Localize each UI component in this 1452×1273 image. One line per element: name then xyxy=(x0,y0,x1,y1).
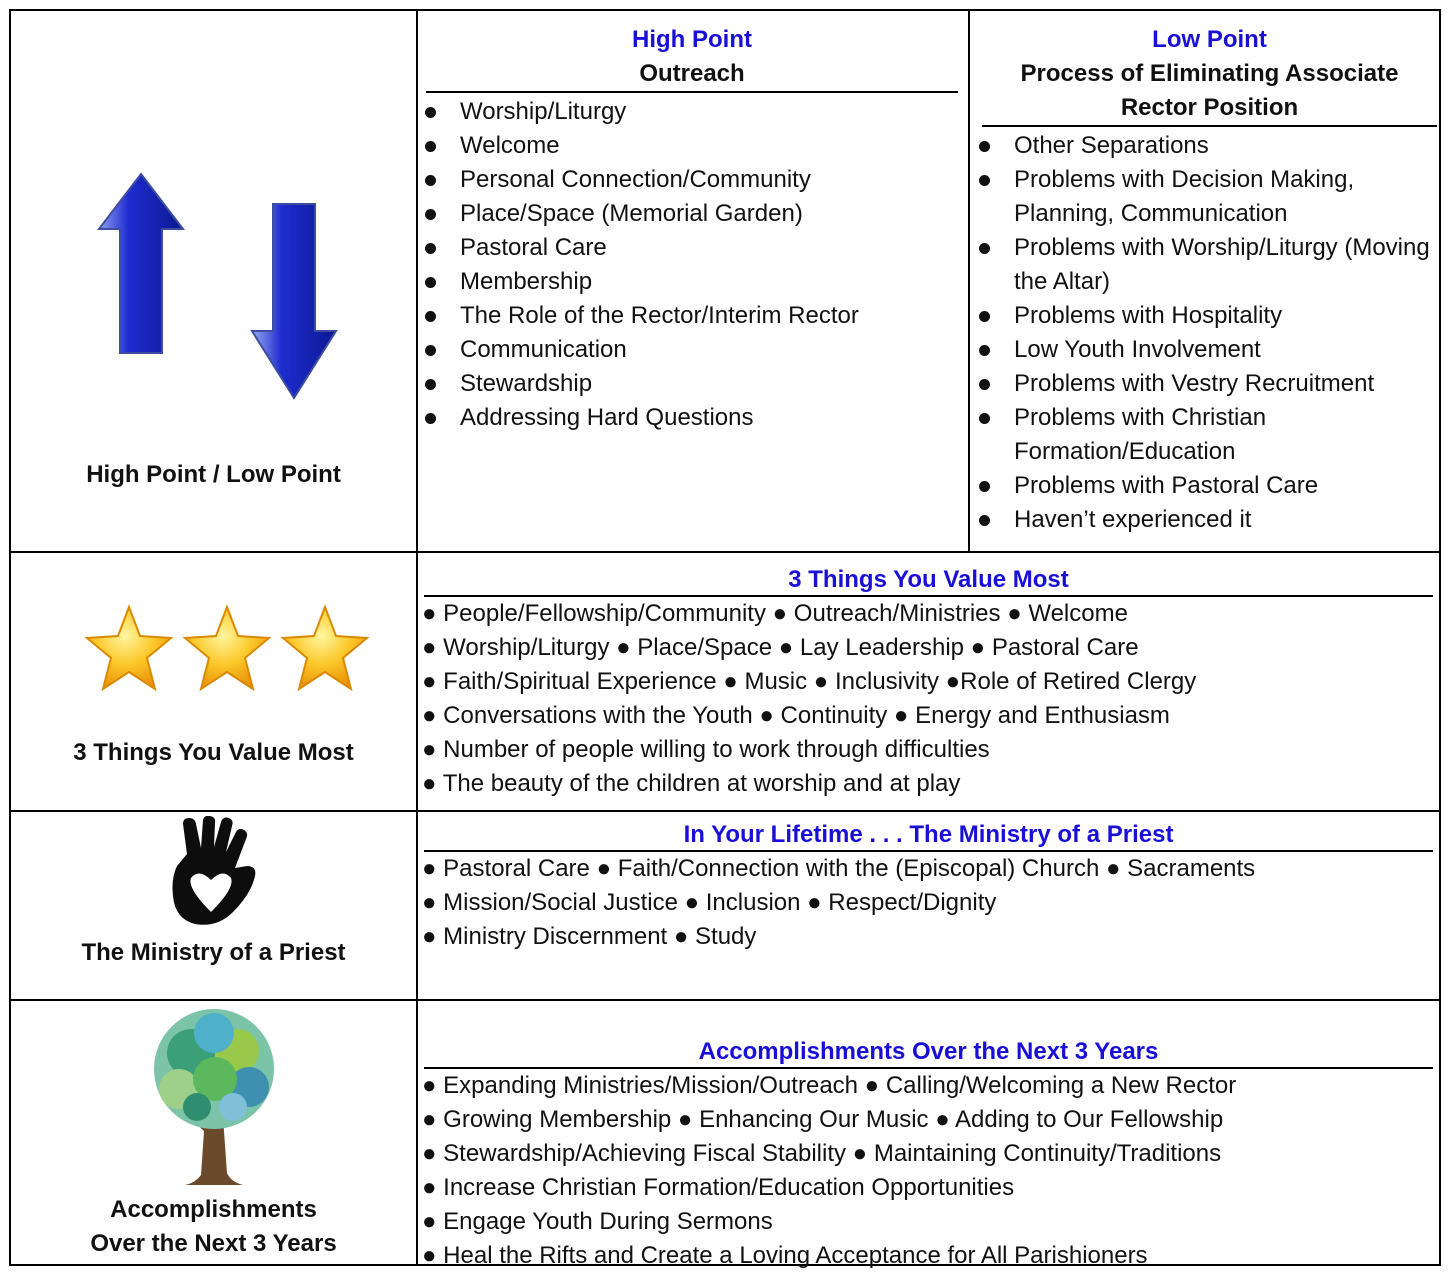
values-heading: 3 Things You Value Most xyxy=(788,566,1069,593)
ministry-line: ● Mission/Social Justice ● Inclusion ● R… xyxy=(422,889,997,916)
high-point-list: Worship/Liturgy Welcome Personal Connect… xyxy=(418,95,968,435)
accomplishments-label: Over the Next 3 Years xyxy=(90,1230,337,1257)
accomplishments-label: Accomplishments xyxy=(110,1196,317,1223)
column-divider xyxy=(416,11,418,1266)
accomplishments-cell: Accomplishments Over the Next 3 Years ● … xyxy=(418,1001,1441,1269)
values-label: 3 Things You Value Most xyxy=(73,739,354,766)
list-item: Other Separations xyxy=(972,129,1441,163)
high-point-heading: High Point xyxy=(632,26,752,53)
accomplishments-line: ● Engage Youth During Sermons xyxy=(422,1208,773,1235)
list-item: Personal Connection/Community xyxy=(418,163,968,197)
low-point-heading: Low Point xyxy=(1152,26,1267,53)
survey-table: High Point / Low Point High Point Outrea… xyxy=(9,9,1441,1269)
values-line: ● Worship/Liturgy ● Place/Space ● Lay Le… xyxy=(422,634,1139,661)
list-item: Membership xyxy=(418,265,968,299)
high-point-subheading: Outreach xyxy=(639,60,745,87)
ministry-line: ● Pastoral Care ● Faith/Connection with … xyxy=(422,855,1256,882)
values-cell: 3 Things You Value Most ● People/Fellows… xyxy=(418,553,1441,810)
list-item: Problems with Decision Making, Planning,… xyxy=(972,163,1441,231)
low-point-subheading: Process of Eliminating Associate xyxy=(1020,60,1399,87)
hand-heart-icon xyxy=(172,816,256,925)
list-item: Low Youth Involvement xyxy=(972,333,1441,367)
values-line: ● Conversations with the Youth ● Continu… xyxy=(422,702,1170,729)
row-divider xyxy=(11,999,1441,1001)
list-item: Place/Space (Memorial Garden) xyxy=(418,197,968,231)
list-item: Problems with Christian Formation/Educat… xyxy=(972,401,1441,469)
list-item: Problems with Pastoral Care xyxy=(972,469,1441,503)
high-point-cell: High Point Outreach Worship/Liturgy Welc… xyxy=(418,11,968,551)
accomplishments-line: ● Increase Christian Formation/Education… xyxy=(422,1174,1015,1201)
ministry-label: The Ministry of a Priest xyxy=(81,939,346,966)
ministry-line: ● Ministry Discernment ● Study xyxy=(422,923,757,950)
list-item: Worship/Liturgy xyxy=(418,95,968,129)
arrow-down-icon xyxy=(250,203,338,400)
values-line: ● People/Fellowship/Community ● Outreach… xyxy=(422,600,1128,627)
star-icon xyxy=(280,604,370,692)
ministry-heading: In Your Lifetime . . . The Ministry of a… xyxy=(683,821,1174,848)
arrow-up-icon xyxy=(96,172,186,354)
star-icon xyxy=(182,604,272,692)
row-divider xyxy=(11,810,1441,812)
list-item: The Role of the Rector/Interim Rector xyxy=(418,299,968,333)
accomplishments-line: ● Heal the Rifts and Create a Loving Acc… xyxy=(422,1242,1148,1269)
low-point-cell: Low Point Process of Eliminating Associa… xyxy=(970,11,1441,551)
low-point-subheading: Rector Position xyxy=(1120,94,1299,121)
list-item: Problems with Worship/Liturgy (Moving th… xyxy=(972,231,1441,299)
list-item: Stewardship xyxy=(418,367,968,401)
tree-icon xyxy=(154,1009,274,1185)
accomplishments-heading: Accomplishments Over the Next 3 Years xyxy=(698,1038,1159,1065)
high-low-divider xyxy=(968,11,970,551)
values-line: ● The beauty of the children at worship … xyxy=(422,770,961,797)
high-low-icon-cell: High Point / Low Point xyxy=(11,11,416,551)
stars-icon-group xyxy=(84,604,370,692)
star-icon xyxy=(84,604,174,692)
row-divider xyxy=(11,551,1441,553)
values-icon-cell: 3 Things You Value Most xyxy=(11,553,416,810)
list-item: Addressing Hard Questions xyxy=(418,401,968,435)
list-item: Problems with Vestry Recruitment xyxy=(972,367,1441,401)
ministry-cell: In Your Lifetime . . . The Ministry of a… xyxy=(418,812,1441,999)
accomplishments-line: ● Expanding Ministries/Mission/Outreach … xyxy=(422,1072,1237,1099)
list-item: Problems with Hospitality xyxy=(972,299,1441,333)
high-low-label: High Point / Low Point xyxy=(86,461,341,488)
values-line: ● Faith/Spiritual Experience ● Music ● I… xyxy=(422,668,1197,695)
low-point-list: Other Separations Problems with Decision… xyxy=(970,129,1441,537)
values-line: ● Number of people willing to work throu… xyxy=(422,736,990,763)
list-item: Welcome xyxy=(418,129,968,163)
accomplishments-icon-cell: Accomplishments Over the Next 3 Years xyxy=(11,1001,416,1266)
list-item: Pastoral Care xyxy=(418,231,968,265)
list-item: Haven’t experienced it xyxy=(972,503,1441,537)
accomplishments-line: ● Stewardship/Achieving Fiscal Stability… xyxy=(422,1140,1222,1167)
accomplishments-line: ● Growing Membership ● Enhancing Our Mus… xyxy=(422,1106,1224,1133)
list-item: Communication xyxy=(418,333,968,367)
ministry-icon-cell: The Ministry of a Priest xyxy=(11,812,416,999)
